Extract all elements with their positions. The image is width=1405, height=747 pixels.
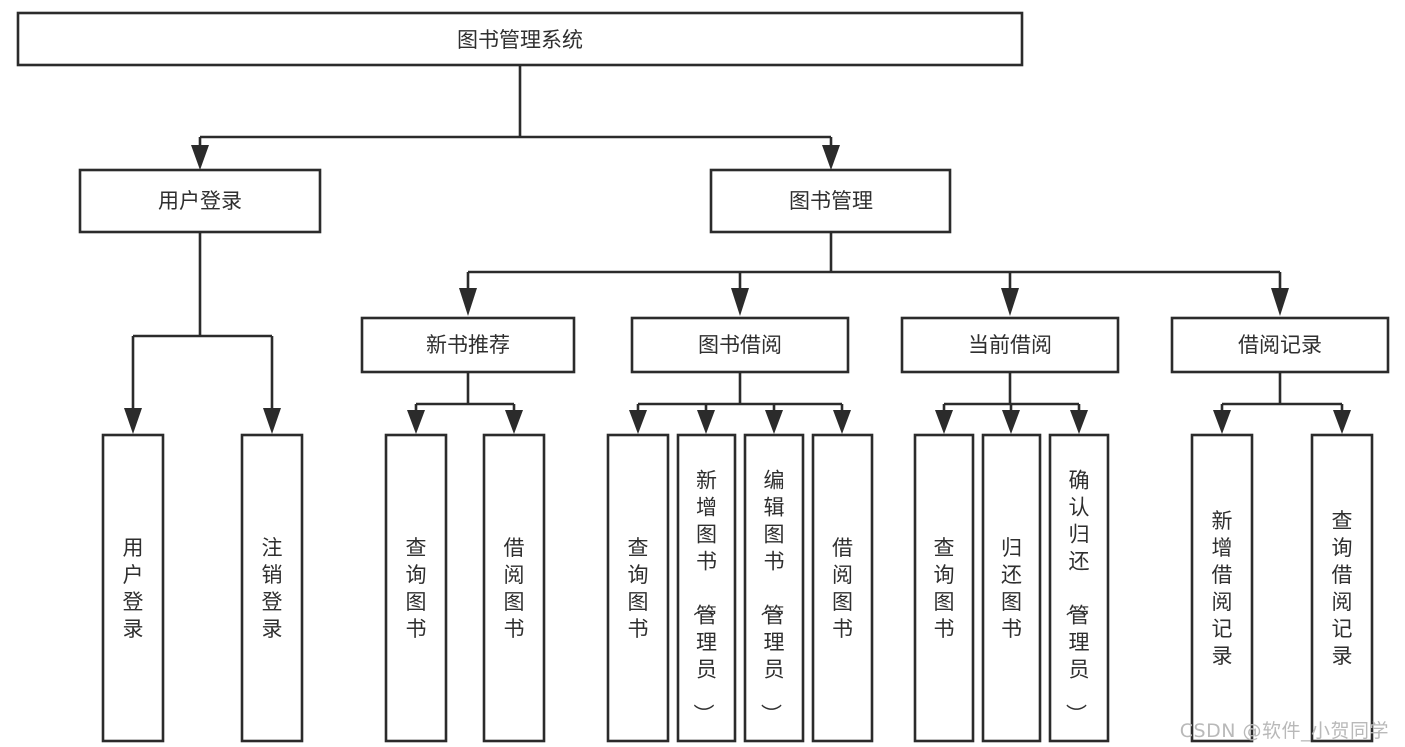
node-user-login-box[interactable] <box>78 168 322 234</box>
node-leaf-query-borrow-record-label: 查询借阅记录 <box>1332 509 1353 668</box>
node-root-label: 图书管理系统 <box>457 28 583 52</box>
node-leaf-query-borrow-record[interactable]: 查询借阅记录 <box>1310 433 1374 743</box>
node-leaf-query-book-2[interactable]: 查询图书 <box>606 433 670 743</box>
node-leaf-user-logout[interactable]: 注销登录 <box>240 433 304 743</box>
node-user-login-label: 用户登录 <box>158 189 242 213</box>
node-book-borrow-label: 图书借阅 <box>698 333 782 357</box>
node-borrow-record-label: 借阅记录 <box>1238 333 1322 357</box>
node-leaf-user-login[interactable]: 用户登录 <box>101 433 165 743</box>
node-leaf-edit-book-admin-box[interactable] <box>743 433 805 743</box>
node-leaf-add-borrow-record-label: 新增借阅记录 <box>1212 509 1233 668</box>
node-book-borrow-box[interactable] <box>630 316 850 374</box>
arrow-head-bm-to-current-borrow <box>1001 288 1019 316</box>
edge-group-root <box>191 65 840 170</box>
arrow-head-bb-to-edit-book-admin <box>765 410 783 434</box>
node-new-book-recommend-label: 新书推荐 <box>426 333 510 357</box>
arrow-head-bm-to-borrow-record <box>1271 288 1289 316</box>
arrow-head-bb-to-add-book-admin <box>697 410 715 434</box>
node-borrow-record-box[interactable] <box>1170 316 1390 374</box>
arrow-head-root-to-user-login <box>191 145 209 170</box>
node-leaf-query-borrow-record-box[interactable] <box>1310 433 1374 743</box>
node-current-borrow[interactable]: 当前借阅 <box>900 316 1120 374</box>
arrow-head-nbr-to-borrow-book <box>505 410 523 434</box>
arrow-head-cb-to-return-book <box>1002 410 1020 434</box>
node-leaf-add-book-admin-label: 新增图书（管理员） <box>691 469 717 725</box>
node-leaf-add-book-admin-box[interactable] <box>676 433 737 743</box>
node-current-borrow-label: 当前借阅 <box>968 333 1052 357</box>
leaf-node-layer: 用户登录 注销登录 查询图书 借阅图书 查询图书 新增图书（管理员） 编辑图书（管理员） 借阅… <box>101 433 1374 743</box>
node-leaf-edit-book-admin-label: 编辑图书（管理员） <box>759 469 785 725</box>
node-leaf-user-logout-label: 注销登录 <box>262 536 283 641</box>
node-leaf-query-book-3-box[interactable] <box>913 433 975 743</box>
node-book-borrow[interactable]: 图书借阅 <box>630 316 850 374</box>
node-leaf-query-book-3[interactable]: 查询图书 <box>913 433 975 743</box>
arrow-head-nbr-to-query-book <box>407 410 425 434</box>
node-book-manage[interactable]: 图书管理 <box>709 168 952 234</box>
node-leaf-borrow-book-2[interactable]: 借阅图书 <box>811 433 874 743</box>
node-leaf-return-book-label: 归还图书 <box>1001 536 1022 641</box>
node-book-manage-box[interactable] <box>709 168 952 234</box>
node-leaf-confirm-return-admin-box[interactable] <box>1048 433 1110 743</box>
node-leaf-query-book-2-box[interactable] <box>606 433 670 743</box>
arrow-head-cb-to-confirm-return-admin <box>1070 410 1088 434</box>
arrow-head-ul-to-user-login-leaf <box>124 408 142 434</box>
arrow-head-br-to-add-borrow-record <box>1213 410 1231 434</box>
arrow-head-br-to-query-borrow-record <box>1333 410 1351 434</box>
node-root[interactable]: 图书管理系统 <box>16 11 1024 67</box>
node-leaf-query-book-1-label: 查询图书 <box>406 536 427 641</box>
node-leaf-user-login-label: 用户登录 <box>123 536 144 641</box>
node-leaf-borrow-book-1-label: 借阅图书 <box>504 536 525 641</box>
node-leaf-add-book-admin[interactable]: 新增图书（管理员） <box>676 433 737 743</box>
node-leaf-add-borrow-record[interactable]: 新增借阅记录 <box>1190 433 1254 743</box>
node-leaf-edit-book-admin[interactable]: 编辑图书（管理员） <box>743 433 805 743</box>
arrow-head-root-to-book-manage <box>822 145 840 170</box>
node-leaf-user-login-box[interactable] <box>101 433 165 743</box>
node-leaf-confirm-return-admin-label: 确认归还（管理员） <box>1064 469 1090 725</box>
edge-group-new-book-recommend <box>407 372 523 434</box>
arrow-head-ul-to-user-logout-leaf <box>263 408 281 434</box>
arrow-head-bm-to-book-borrow <box>731 288 749 316</box>
edge-group-borrow-record <box>1213 372 1351 434</box>
node-book-manage-label: 图书管理 <box>789 189 873 213</box>
node-root-box[interactable] <box>16 11 1024 67</box>
node-leaf-query-book-1[interactable]: 查询图书 <box>384 433 448 743</box>
node-borrow-record[interactable]: 借阅记录 <box>1170 316 1390 374</box>
edge-group-user-login <box>124 232 281 434</box>
node-leaf-query-book-3-label: 查询图书 <box>934 536 955 641</box>
node-new-book-recommend-box[interactable] <box>360 316 576 374</box>
edge-group-book-manage <box>459 232 1289 316</box>
node-leaf-confirm-return-admin[interactable]: 确认归还（管理员） <box>1048 433 1110 743</box>
node-leaf-return-book[interactable]: 归还图书 <box>981 433 1042 743</box>
edge-group-book-borrow <box>629 372 851 434</box>
node-leaf-return-book-box[interactable] <box>981 433 1042 743</box>
node-user-login[interactable]: 用户登录 <box>78 168 322 234</box>
node-leaf-user-logout-box[interactable] <box>240 433 304 743</box>
arrow-head-cb-to-query-book <box>935 410 953 434</box>
node-current-borrow-box[interactable] <box>900 316 1120 374</box>
node-new-book-recommend[interactable]: 新书推荐 <box>360 316 576 374</box>
edge-group-current-borrow <box>935 372 1088 434</box>
arrow-head-bb-to-borrow-book <box>833 410 851 434</box>
node-leaf-borrow-book-2-label: 借阅图书 <box>832 536 853 641</box>
node-leaf-add-borrow-record-box[interactable] <box>1190 433 1254 743</box>
node-leaf-borrow-book-1-box[interactable] <box>482 433 546 743</box>
node-leaf-borrow-book-1[interactable]: 借阅图书 <box>482 433 546 743</box>
arrow-head-bm-to-new-book-recommend <box>459 288 477 316</box>
node-leaf-borrow-book-2-box[interactable] <box>811 433 874 743</box>
arrow-head-bb-to-query-book <box>629 410 647 434</box>
watermark-label: CSDN @软件_小贺同学 <box>1179 720 1389 742</box>
node-leaf-query-book-2-label: 查询图书 <box>628 536 649 641</box>
node-leaf-query-book-1-box[interactable] <box>384 433 448 743</box>
